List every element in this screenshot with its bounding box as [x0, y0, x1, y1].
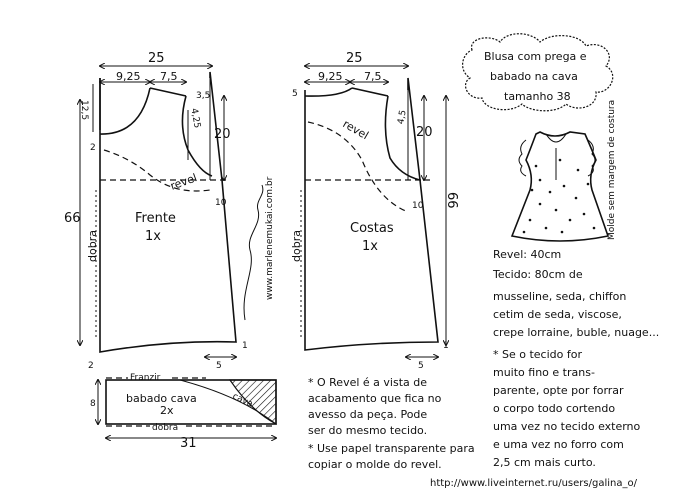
- front-fold-label: dobra: [86, 230, 99, 262]
- front-piece-label: Frente: [135, 211, 176, 226]
- back-facing-label: revel: [341, 117, 371, 142]
- title-line-2: babado na cava: [490, 70, 578, 83]
- front-side-mark: 10: [215, 198, 227, 208]
- front-neck-label: 9,25: [116, 70, 141, 83]
- ruffle-width-label: 31: [180, 436, 197, 451]
- ruffle-label: babado cava: [126, 392, 197, 405]
- front-hem-bottom-label: 5: [216, 361, 222, 371]
- front-outline: [99, 71, 237, 353]
- paper-note-1: * Use papel transparente para: [308, 442, 475, 455]
- fabric-line-1: musseline, seda, chiffon: [493, 290, 626, 303]
- back-side-mark: 10: [412, 201, 424, 211]
- back-neck-label: 9,25: [318, 70, 343, 83]
- tip-line-1: * Se o tecido for: [493, 348, 582, 361]
- revel-notes: * O Revel é a vista de acabamento que fi…: [308, 376, 475, 471]
- front-facing-line: [103, 149, 211, 192]
- fabric-line-3: crepe lorraine, buble, nuage...: [493, 326, 659, 339]
- front-piece-qty: 1x: [145, 229, 161, 244]
- signature-scribble: [243, 184, 264, 321]
- revel-note-4: ser do mesmo tecido.: [308, 424, 427, 437]
- title-line-3: tamanho 38: [504, 90, 571, 103]
- front-hem-right-label: 1: [242, 341, 248, 351]
- back-piece-qty: 1x: [362, 239, 378, 254]
- back-hem-bottom-label: 5: [418, 361, 424, 371]
- ruffle-right: [587, 139, 596, 177]
- tip-line-6: e uma vez no forro com: [493, 438, 624, 451]
- title-line-1: Blusa com prega e: [484, 50, 587, 63]
- back-armhole: [384, 95, 421, 181]
- ruffle-piece: Franzir cava babado cava 2x dobra 31 8: [90, 373, 276, 451]
- ruffle-fold-label: dobra: [152, 423, 178, 433]
- back-hem-right-label: 1: [443, 341, 449, 351]
- signature-site: www.marlenemukai.com.br: [265, 176, 275, 300]
- front-length-label: 66: [64, 211, 81, 226]
- front-small-two: 2: [90, 143, 96, 153]
- signature-block: www.marlenemukai.com.br: [243, 176, 275, 321]
- back-shoulder-label: 7,5: [364, 70, 382, 83]
- pattern-note: Molde sem margem de costura: [607, 100, 617, 240]
- ruffle-left: [518, 139, 527, 177]
- tip-line-4: o corpo todo cortendo: [493, 402, 615, 415]
- front-neckline: [99, 87, 151, 135]
- revel-note-1: * O Revel é a vista de: [308, 376, 427, 389]
- back-armhole-drop-label: 4,5: [396, 109, 408, 125]
- revel-note-3: avesso da peça. Pode: [308, 408, 427, 421]
- back-width-label: 25: [346, 51, 363, 66]
- paper-note-2: copiar o molde do revel.: [308, 458, 442, 471]
- back-piece: 25 9,25 7,5 revel 66 5 4,5 20 10 dobra C…: [290, 51, 459, 371]
- front-armhole-drop-label: 3,5: [196, 91, 210, 101]
- back-fold-label: dobra: [290, 230, 303, 262]
- fabric-line-2: cetim de seda, viscose,: [493, 308, 622, 321]
- ruffle-height-label: 8: [90, 399, 96, 409]
- back-facing-line: [307, 121, 409, 213]
- blouse-outline: [510, 131, 610, 242]
- facing-note: Revel: 40cm: [493, 248, 561, 261]
- revel-note-2: acabamento que fica no: [308, 392, 442, 405]
- ruffle-qty: 2x: [160, 404, 174, 417]
- tip-line-5: uma vez no tecido externo: [493, 420, 641, 433]
- front-piece: 25 9,25 7,5 revel 66 12,5 2 3,5 4,25 20: [64, 51, 248, 371]
- front-neck-drop-label: 12,5: [79, 100, 89, 120]
- blouse-illustration: Molde sem margem de costura: [510, 100, 617, 242]
- polka-dots: [522, 158, 596, 234]
- tip-line-2: muito fino e trans-: [493, 366, 595, 379]
- footer-url: http://www.liveinternet.ru/users/galina_…: [430, 478, 638, 489]
- fabric-head: Tecido: 80cm de: [492, 268, 583, 281]
- tip-line-3: parente, opte por forrar: [493, 384, 624, 397]
- back-armhole-depth-label: 20: [416, 125, 433, 140]
- fabric-notes: Revel: 40cm Tecido: 80cm de musseline, s…: [492, 248, 659, 469]
- back-neck-drop-label: 5: [292, 89, 298, 99]
- back-length-label: 66: [444, 192, 459, 209]
- title-cloud: Blusa com prega e babado na cava tamanho…: [462, 33, 614, 112]
- front-width-label: 25: [148, 51, 165, 66]
- tip-line-7: 2,5 cm mais curto.: [493, 456, 596, 469]
- front-armhole-depth-label: 20: [214, 127, 231, 142]
- front-small-armhole-label: 4,25: [188, 108, 201, 129]
- front-corner-two: 2: [88, 361, 94, 371]
- front-shoulder-label: 7,5: [160, 70, 178, 83]
- ruffle-gather-label: Franzir: [130, 373, 161, 383]
- back-neckline: [304, 87, 353, 97]
- back-piece-label: Costas: [350, 221, 394, 236]
- back-outline: [304, 77, 439, 351]
- front-facing-label: revel: [169, 171, 199, 193]
